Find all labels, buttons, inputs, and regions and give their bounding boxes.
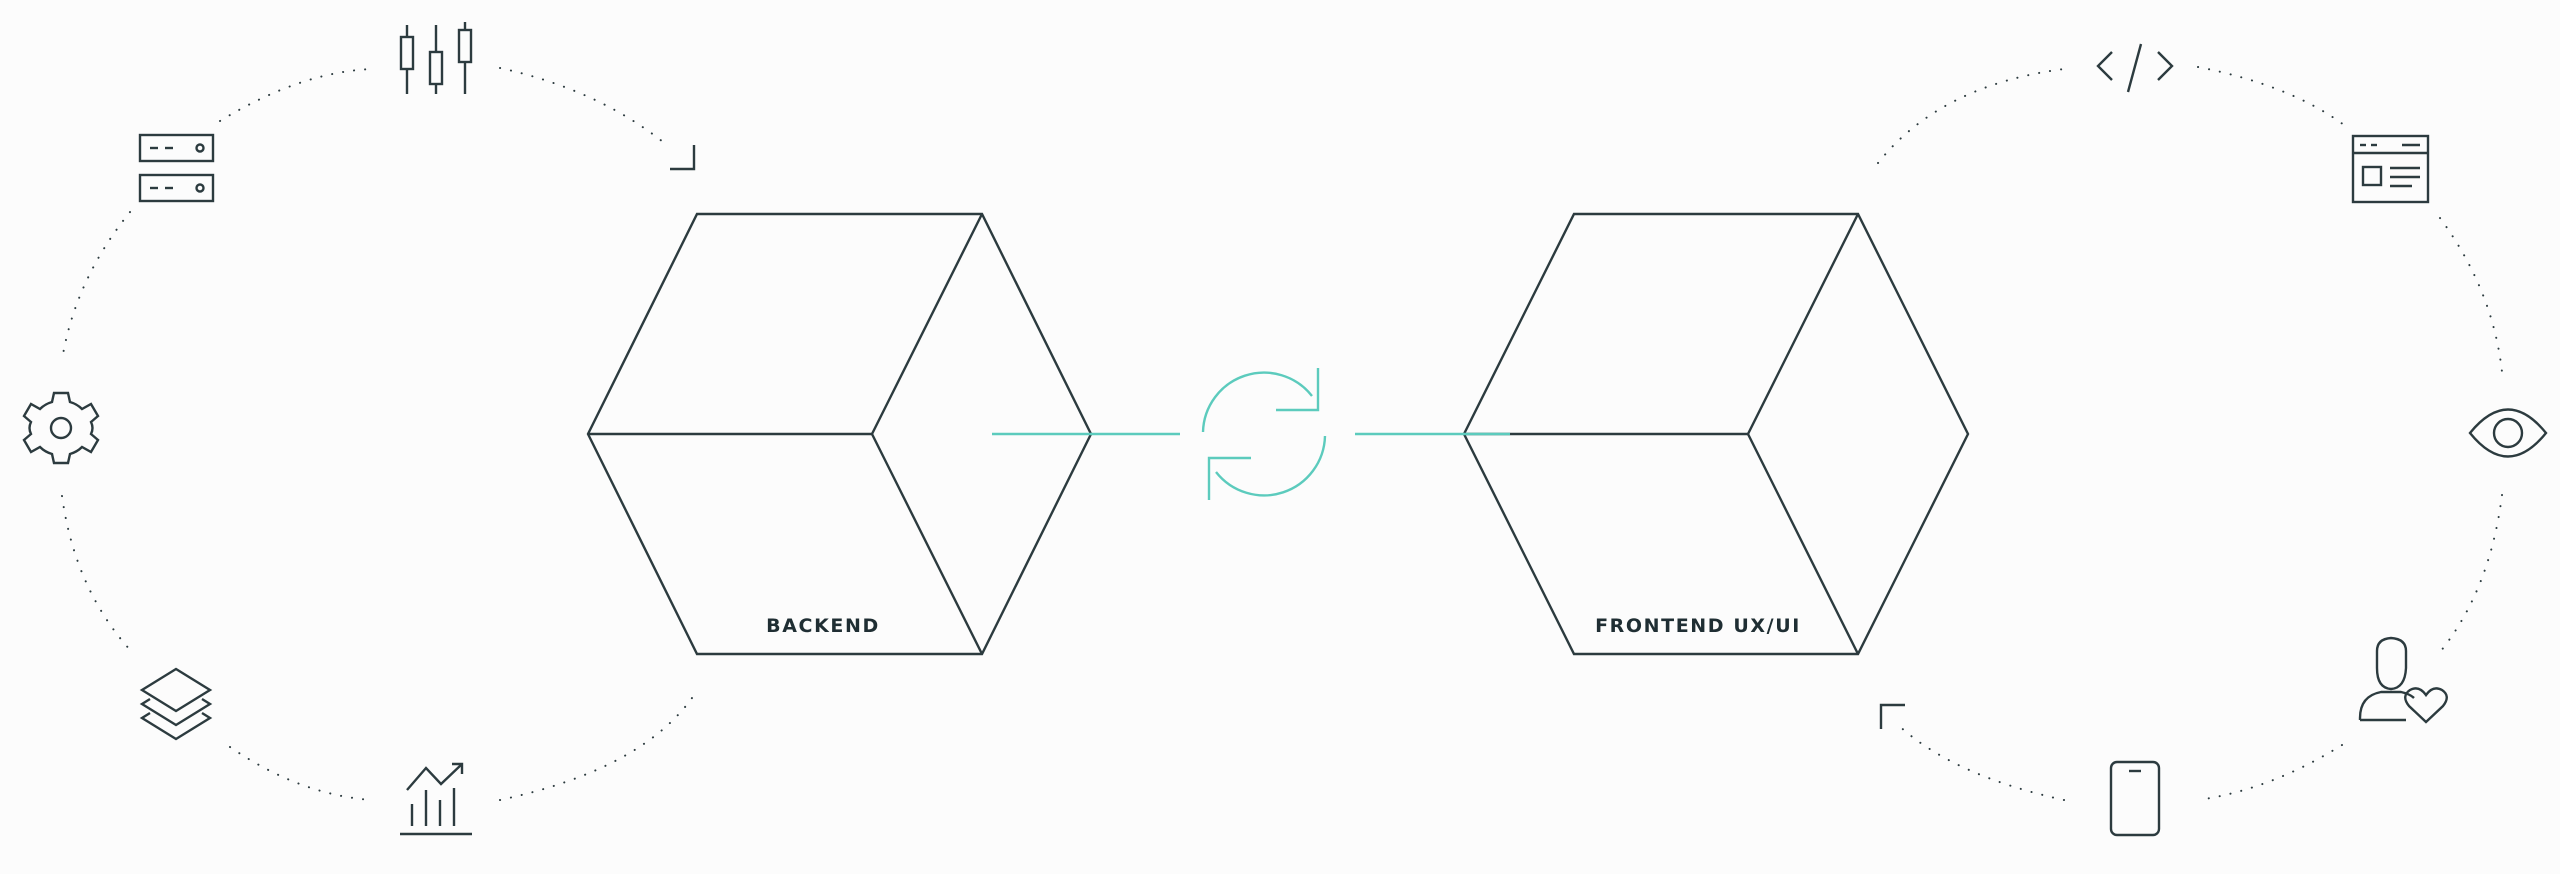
layers-icon (139, 667, 213, 741)
candlestick-chart-icon (399, 22, 473, 94)
frontend-label: FRONTEND UX/UI (1595, 615, 1801, 637)
frontend-cycle-ring (1877, 66, 2503, 801)
frontend-cube (1462, 212, 1970, 656)
user-heart-icon (2358, 636, 2448, 724)
backend-cycle-arrow-icon (670, 145, 696, 171)
backend-cycle-ring (61, 67, 693, 801)
frontend-cycle-arrow-icon (1879, 703, 1905, 729)
browser-window-icon (2351, 134, 2430, 204)
backend-cube (586, 212, 1093, 656)
server-rack-icon (138, 133, 215, 203)
smartphone-icon (2109, 760, 2161, 837)
gear-icon (22, 391, 100, 465)
line-bar-chart-icon (400, 762, 472, 836)
code-icon (2096, 43, 2174, 93)
backend-label: BACKEND (766, 615, 880, 637)
eye-icon (2468, 408, 2548, 458)
sync-arrows-icon (1201, 368, 1327, 500)
